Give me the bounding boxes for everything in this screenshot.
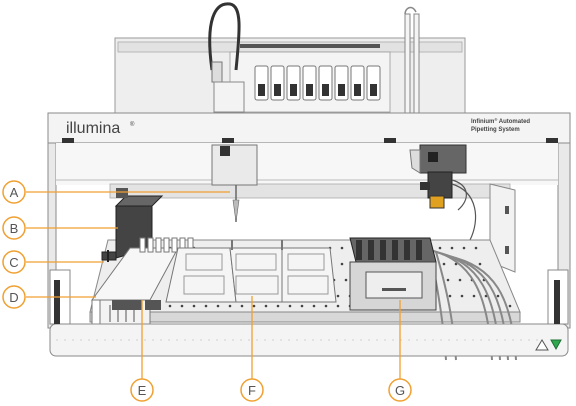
gripper-head [409,144,477,241]
reagent-tubes [112,237,194,310]
callout-label-b: B [10,221,19,236]
callout-label-c: C [9,255,18,270]
callout-lines [26,191,401,384]
tubing-manifold [213,81,245,113]
callout-label-d: D [9,290,18,305]
scanner-arm [101,250,117,262]
status-light-icon [550,339,562,351]
callout-f: F [240,378,264,402]
pipette-channel-bank [254,65,381,101]
brand-logo-text: illumina [66,120,120,137]
callout-b: B [2,216,26,240]
callout-label-f: F [248,383,256,398]
brand-trademark: ® [130,121,135,128]
callout-label-e: E [138,383,147,398]
callout-label-a: A [10,185,19,200]
instrument-base [49,269,569,357]
callout-c: C [2,250,26,274]
pipetting-head-left [211,144,258,223]
callout-d: D [2,285,26,309]
cabinet-frame [47,138,571,329]
callout-e: E [130,378,154,402]
chamber-rack [349,237,437,311]
product-name-line2: Pipetting System [471,127,520,133]
beadchip-plates [165,240,337,303]
tubing-connector [211,61,223,83]
warning-triangle-icon [535,339,549,351]
callout-label-g: G [395,383,405,398]
callout-a: A [2,180,26,204]
tubing-loop [208,2,241,71]
product-name-line1: Infinium® Automated [471,117,530,125]
callout-g: G [388,378,412,402]
